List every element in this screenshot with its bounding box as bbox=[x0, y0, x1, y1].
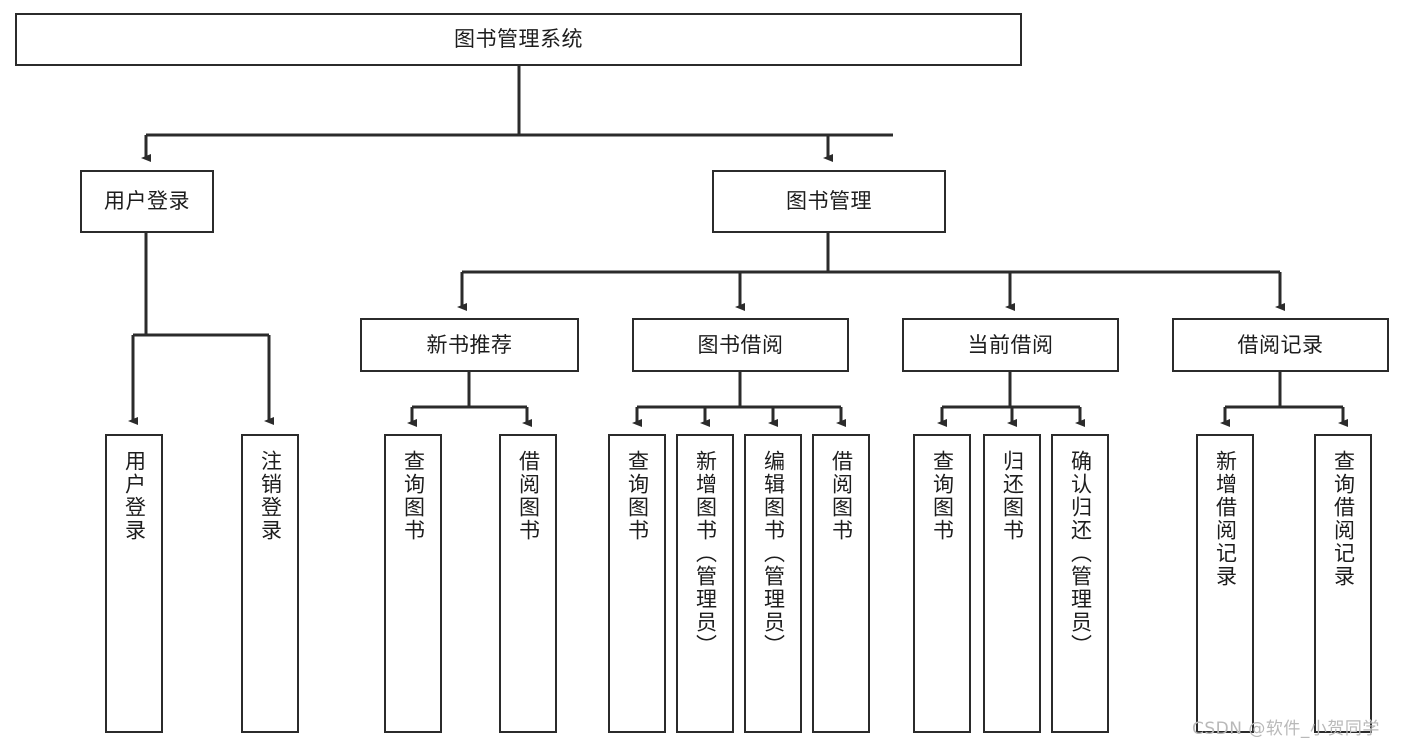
leaf-confirm-return-admin[interactable]: 确认归还（管理员） bbox=[1051, 434, 1109, 733]
leaf-edit-book-admin[interactable]: 编辑图书（管理员） bbox=[744, 434, 802, 733]
leaf-confirm-return-admin-label: 确认归还（管理员） bbox=[1068, 450, 1093, 657]
node-user-login-label: 用户登录 bbox=[104, 189, 190, 214]
leaf-return-book-label: 归还图书 bbox=[1000, 450, 1025, 542]
leaf-add-borrow-record[interactable]: 新增借阅记录 bbox=[1196, 434, 1254, 733]
node-book-borrow[interactable]: 图书借阅 bbox=[632, 318, 849, 372]
leaf-query-book-1-label: 查询图书 bbox=[401, 450, 426, 542]
node-new-book-recommend[interactable]: 新书推荐 bbox=[360, 318, 579, 372]
leaf-return-book[interactable]: 归还图书 bbox=[983, 434, 1041, 733]
csdn-watermark: CSDN @软件_小贺同学 bbox=[1192, 719, 1380, 739]
leaf-logout-login-label: 注销登录 bbox=[258, 450, 283, 542]
leaf-add-book-admin-label: 新增图书（管理员） bbox=[693, 450, 718, 657]
node-user-login[interactable]: 用户登录 bbox=[80, 170, 214, 233]
node-borrow-record[interactable]: 借阅记录 bbox=[1172, 318, 1389, 372]
node-book-management[interactable]: 图书管理 bbox=[712, 170, 946, 233]
leaf-query-borrow-record-label: 查询借阅记录 bbox=[1331, 450, 1356, 588]
leaf-query-book-2-label: 查询图书 bbox=[625, 450, 650, 542]
leaf-edit-book-admin-label: 编辑图书（管理员） bbox=[761, 450, 786, 657]
node-current-borrow[interactable]: 当前借阅 bbox=[902, 318, 1119, 372]
leaf-borrow-book-2[interactable]: 借阅图书 bbox=[812, 434, 870, 733]
leaf-logout-login[interactable]: 注销登录 bbox=[241, 434, 299, 733]
leaf-user-login-label: 用户登录 bbox=[122, 450, 147, 542]
leaf-query-borrow-record[interactable]: 查询借阅记录 bbox=[1314, 434, 1372, 733]
node-root[interactable]: 图书管理系统 bbox=[15, 13, 1022, 66]
leaf-add-borrow-record-label: 新增借阅记录 bbox=[1213, 450, 1238, 588]
leaf-add-book-admin[interactable]: 新增图书（管理员） bbox=[676, 434, 734, 733]
leaf-borrow-book-2-label: 借阅图书 bbox=[829, 450, 854, 542]
leaf-borrow-book-1-label: 借阅图书 bbox=[516, 450, 541, 542]
node-borrow-record-label: 借阅记录 bbox=[1237, 332, 1324, 357]
node-root-label: 图书管理系统 bbox=[454, 27, 583, 52]
node-current-borrow-label: 当前借阅 bbox=[967, 332, 1054, 357]
leaf-query-book-1[interactable]: 查询图书 bbox=[384, 434, 442, 733]
node-book-borrow-label: 图书借阅 bbox=[697, 332, 784, 357]
leaf-user-login[interactable]: 用户登录 bbox=[105, 434, 163, 733]
leaf-query-book-3[interactable]: 查询图书 bbox=[913, 434, 971, 733]
leaf-query-book-3-label: 查询图书 bbox=[930, 450, 955, 542]
node-new-book-recommend-label: 新书推荐 bbox=[426, 332, 513, 357]
leaf-query-book-2[interactable]: 查询图书 bbox=[608, 434, 666, 733]
node-book-management-label: 图书管理 bbox=[786, 189, 872, 214]
leaf-borrow-book-1[interactable]: 借阅图书 bbox=[499, 434, 557, 733]
